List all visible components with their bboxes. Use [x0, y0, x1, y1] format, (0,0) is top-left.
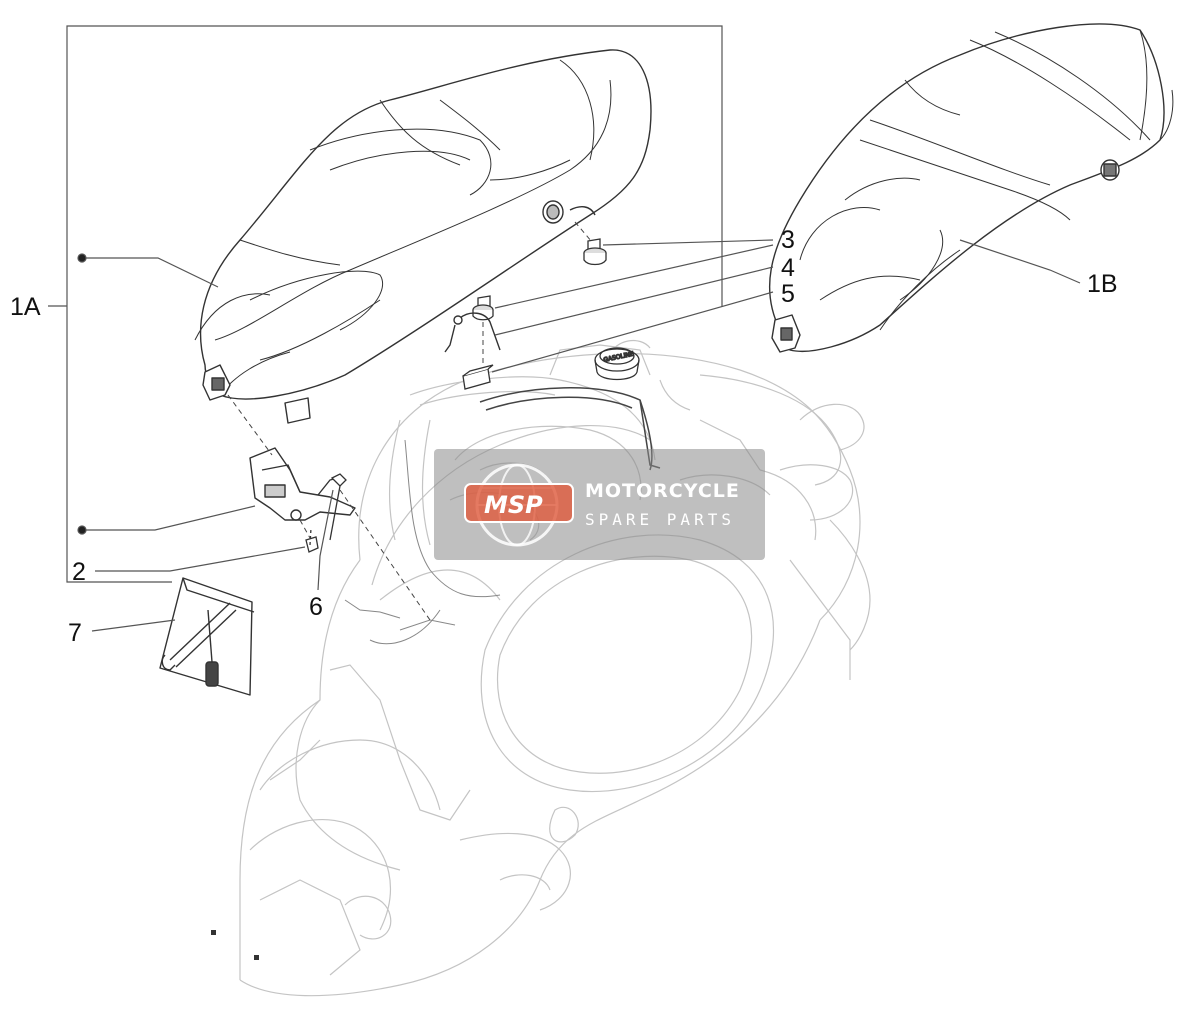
callout-1b: 1B [1087, 270, 1118, 298]
storage-compartment [344, 439, 501, 645]
part-3-lower-rubber [472, 295, 494, 321]
seat-buffer [284, 397, 311, 424]
leader-dot-bracket [77, 525, 87, 535]
leader-6 [317, 489, 334, 591]
part-5-buffer [462, 364, 494, 390]
callout-3: 3 [781, 226, 795, 254]
callout-4: 4 [781, 254, 795, 282]
callout-7: 7 [68, 619, 82, 647]
leader-dot-seat [77, 253, 87, 263]
part-6-bolt [329, 473, 347, 541]
screwdriver-icon [205, 609, 219, 687]
watermark-title: MOTORCYCLE [585, 480, 740, 502]
seat-1a [194, 49, 652, 424]
seat-1b [768, 23, 1174, 353]
seat-1b-hinge-latch [771, 314, 801, 353]
seat-hinge-bracket [249, 447, 356, 521]
tool-kit-bag [159, 577, 255, 696]
watermark-logo: MSP [484, 491, 543, 519]
scooter-frame [239, 339, 871, 997]
leader-5 [491, 291, 774, 373]
watermark-subtitle: SPARE PARTS [585, 510, 735, 529]
callout-labels: 1A 1B 2 3 4 5 6 7 [10, 226, 1118, 647]
part-3-upper-rubber [583, 238, 607, 266]
part-2-screw [305, 527, 319, 553]
fuel-cap: GASOLINE [594, 347, 640, 381]
leader-7 [91, 619, 176, 632]
part-4-clip [444, 312, 501, 353]
callout-1a: 1A [10, 293, 41, 321]
seat-hinge-latch [202, 364, 231, 401]
leader-2 [95, 546, 306, 572]
callout-5: 5 [781, 280, 795, 308]
callout-2: 2 [72, 558, 86, 586]
leader-4 [494, 266, 774, 336]
watermark-box [434, 449, 765, 560]
watermark: MSP MOTORCYCLE SPARE PARTS [434, 449, 765, 560]
leader-3b [494, 244, 774, 309]
leader-lines [77, 239, 1081, 632]
leader-1b [959, 239, 1081, 284]
leader-1a-seat [83, 257, 219, 288]
leader-1a-bracket [83, 505, 256, 531]
reference-markers [211, 930, 259, 960]
watermark-logo-badge [464, 483, 574, 523]
wrench-icon [161, 602, 237, 671]
assembly-lines [227, 221, 593, 621]
group-bracket-1a [48, 25, 723, 583]
leader-3a [602, 239, 774, 246]
callout-6: 6 [309, 593, 323, 621]
